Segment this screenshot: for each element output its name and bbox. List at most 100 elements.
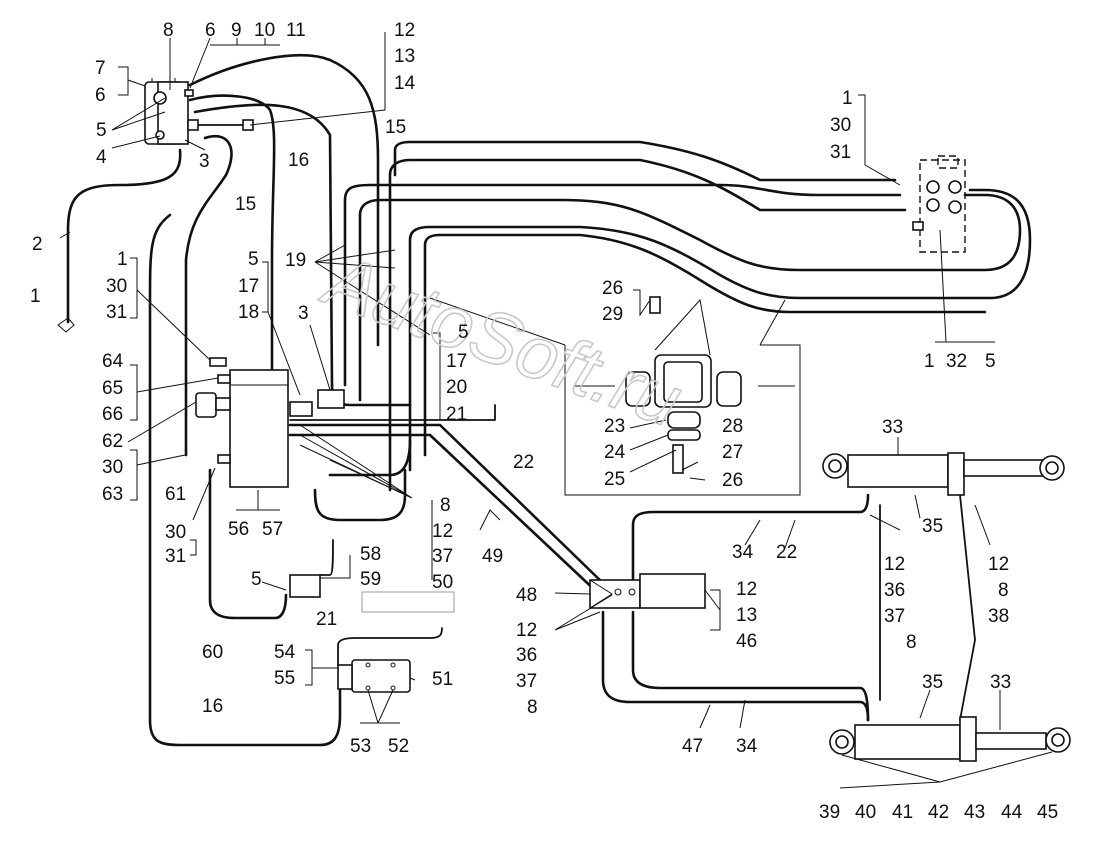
label-l39: 17 xyxy=(446,351,467,372)
label-l46: 50 xyxy=(432,572,453,593)
label-l97: 40 xyxy=(855,802,876,823)
label-l44: 12 xyxy=(432,521,453,542)
label-l23: 17 xyxy=(238,276,259,297)
label-l42: 22 xyxy=(513,452,534,473)
label-l15: 16 xyxy=(288,150,309,171)
label-l60: 30 xyxy=(830,115,851,136)
label-l59: 1 xyxy=(842,88,853,109)
label-l16: 15 xyxy=(235,194,256,215)
label-l21: 31 xyxy=(106,302,127,323)
label-l65: 26 xyxy=(602,278,623,299)
label-l11: 5 xyxy=(96,120,107,141)
label-l36: 56 xyxy=(228,519,249,540)
clamp-detail-inset xyxy=(429,296,801,496)
label-l64: 5 xyxy=(985,351,996,372)
callout-labels: 8 6 9 10 11 12 13 14 7 6 5 4 3 15 16 15 … xyxy=(30,20,1058,823)
label-l62: 1 xyxy=(924,351,935,372)
pump-unit xyxy=(337,659,411,693)
label-l31: 30 xyxy=(102,457,123,478)
label-l70: 27 xyxy=(722,442,743,463)
label-l91: 8 xyxy=(527,697,538,718)
label-l41: 21 xyxy=(446,404,467,425)
label-l89: 36 xyxy=(516,645,537,666)
label-l51: 21 xyxy=(316,609,337,630)
label-l19: 1 xyxy=(117,249,128,270)
label-l27: 64 xyxy=(102,351,124,372)
label-l55: 51 xyxy=(432,669,453,690)
leader-lines xyxy=(59,32,1053,789)
label-l10: 6 xyxy=(95,85,106,106)
label-l34: 30 xyxy=(165,522,186,543)
label-l4: 10 xyxy=(254,20,275,41)
label-l92: 47 xyxy=(682,736,703,757)
label-l85: 12 xyxy=(736,579,757,600)
label-l94: 35 xyxy=(922,672,943,693)
label-l28: 65 xyxy=(102,378,123,399)
label-l43: 8 xyxy=(440,495,451,516)
label-l96: 39 xyxy=(819,802,840,823)
label-l58: 52 xyxy=(388,736,409,757)
distributor-block xyxy=(195,357,345,488)
label-l80: 8 xyxy=(906,632,917,653)
label-l45: 37 xyxy=(432,546,453,567)
label-l54: 55 xyxy=(274,668,295,689)
label-l87: 46 xyxy=(736,631,757,652)
label-l20: 30 xyxy=(106,276,127,297)
label-l67: 23 xyxy=(604,416,625,437)
label-l66: 29 xyxy=(602,304,623,325)
label-l7: 13 xyxy=(394,46,415,67)
label-l68: 28 xyxy=(722,416,743,437)
label-l22: 5 xyxy=(248,249,259,270)
label-l49: 59 xyxy=(360,569,381,590)
label-l33: 61 xyxy=(165,484,186,505)
label-l63: 32 xyxy=(946,351,967,372)
label-l82: 8 xyxy=(998,580,1009,601)
label-l99: 42 xyxy=(928,802,949,823)
label-l76: 22 xyxy=(776,542,797,563)
label-l38: 5 xyxy=(458,322,469,343)
placeholder-box xyxy=(361,591,455,613)
label-l1: 8 xyxy=(163,20,174,41)
label-l83: 38 xyxy=(988,606,1009,627)
upper-cylinder xyxy=(822,452,1065,496)
hydraulic-valve-48 xyxy=(589,573,706,609)
label-l78: 36 xyxy=(884,580,905,601)
label-l61: 31 xyxy=(830,142,851,163)
label-l71: 25 xyxy=(604,469,625,490)
label-l74: 35 xyxy=(922,516,943,537)
label-l90: 37 xyxy=(516,671,537,692)
label-l24: 18 xyxy=(238,302,259,323)
label-l93: 34 xyxy=(736,736,758,757)
label-l69: 24 xyxy=(604,442,626,463)
label-l77: 12 xyxy=(884,554,905,575)
label-l86: 13 xyxy=(736,605,757,626)
label-l5: 11 xyxy=(286,20,306,41)
label-l30: 62 xyxy=(102,431,123,452)
label-l40: 20 xyxy=(446,377,467,398)
label-l14: 15 xyxy=(385,117,406,138)
hose-lines xyxy=(66,54,1032,747)
label-l32: 63 xyxy=(102,484,123,505)
watermark: AutoSoft.ru xyxy=(312,237,692,443)
label-l53: 54 xyxy=(274,642,296,663)
label-l25: 3 xyxy=(298,303,309,324)
label-l9: 7 xyxy=(95,58,106,79)
label-l88: 12 xyxy=(516,620,537,641)
label-l29: 66 xyxy=(102,404,123,425)
label-l57: 53 xyxy=(350,736,371,757)
label-l50: 5 xyxy=(251,569,262,590)
label-l73: 33 xyxy=(882,417,903,438)
label-l56: 16 xyxy=(202,696,223,717)
label-l18: 1 xyxy=(30,286,41,307)
label-l35: 31 xyxy=(165,546,186,567)
label-l102: 45 xyxy=(1037,802,1058,823)
label-l95: 33 xyxy=(990,672,1011,693)
label-l100: 43 xyxy=(964,802,985,823)
label-l8: 14 xyxy=(394,73,416,94)
label-l52: 60 xyxy=(202,642,223,663)
label-l79: 37 xyxy=(884,606,905,627)
label-l3: 9 xyxy=(231,20,242,41)
label-l81: 12 xyxy=(988,554,1009,575)
label-l72: 26 xyxy=(722,470,743,491)
